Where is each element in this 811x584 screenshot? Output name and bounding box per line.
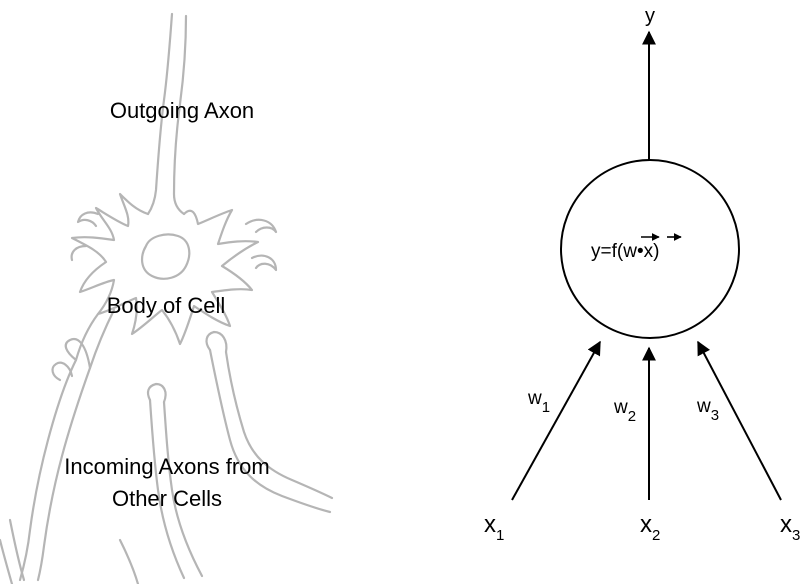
outgoing-axon-label: Outgoing Axon xyxy=(110,98,254,123)
weight-label-1: w1 xyxy=(527,388,550,416)
weight-2-sub: 2 xyxy=(628,408,636,425)
input-1-var: x xyxy=(484,511,496,538)
input-label-3: x3 xyxy=(780,511,800,544)
weight-3-var: w xyxy=(696,396,711,417)
formula-dot: • xyxy=(637,241,644,262)
weight-1-sub: 1 xyxy=(542,399,550,416)
input-3-sub: 3 xyxy=(792,527,800,544)
neuron-sketch: Outgoing Axon Body of Cell Incoming Axon… xyxy=(0,14,332,584)
weight-1-var: w xyxy=(527,388,542,409)
input-arrow-1 xyxy=(512,342,600,500)
cell-body xyxy=(72,194,276,344)
weight-3-sub: 3 xyxy=(711,407,719,424)
input-3-var: x xyxy=(780,511,792,538)
incoming-axons-label-line2: Other Cells xyxy=(112,486,222,511)
weight-label-2: w2 xyxy=(613,397,636,425)
input-label-2: x2 xyxy=(640,511,660,544)
cell-body-label: Body of Cell xyxy=(107,293,226,318)
nucleus xyxy=(142,234,189,278)
output-label: y xyxy=(645,5,655,27)
formula-suffix: ) xyxy=(653,241,659,262)
input-label-1: x1 xyxy=(484,511,504,544)
incoming-axons-label-line1: Incoming Axons from xyxy=(64,454,269,479)
formula-x: x xyxy=(644,241,654,262)
input-2-sub: 2 xyxy=(652,527,660,544)
svg-text:y=f(w•x): y=f(w•x) xyxy=(591,241,659,262)
incoming-axons xyxy=(0,310,332,584)
formula-w: w xyxy=(622,241,637,262)
perceptron-model: y y=f(w•x) w1 w2 w3 x1 x2 xyxy=(484,5,800,544)
weight-2-var: w xyxy=(613,397,628,418)
weight-label-3: w3 xyxy=(696,396,719,424)
input-1-sub: 1 xyxy=(496,527,504,544)
formula-prefix: y=f( xyxy=(591,241,624,262)
input-2-var: x xyxy=(640,511,652,538)
